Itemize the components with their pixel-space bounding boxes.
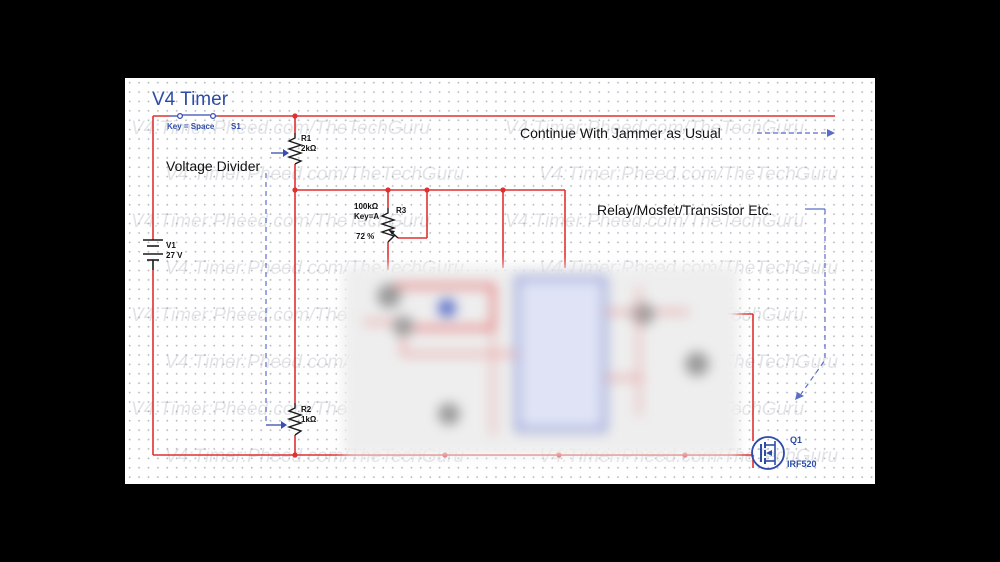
r1-ref-label: R1 [301,134,312,143]
continue-jammer-label: Continue With Jammer as Usual [520,125,721,141]
r2-value-label: 1kΩ [301,415,317,424]
voltage-divider-label: Voltage Divider [166,158,261,174]
switch-ref-label: S1 [231,122,241,131]
pot-ref-label: R3 [396,206,407,215]
pot-key-label: Key=A [354,212,380,221]
diagram-title: V4 Timer [152,89,229,110]
mosfet-symbol [751,436,785,470]
pot-setting-label: 72 % [356,232,375,241]
battery-value-label: 27 V [166,251,183,260]
schematic-canvas: V4:Timer:Pheed.com/TheTechGuru V4:Timer:… [125,78,875,484]
battery-ref-label: V1 [166,241,176,250]
r2-ref-label: R2 [301,405,312,414]
mosfet-ref-label: Q1 [790,435,803,445]
relay-mosfet-label: Relay/Mosfet/Transistor Etc. [597,202,773,218]
switch-key-label: Key = Space [167,122,215,131]
blurred-timer-ic-region [343,266,739,456]
pot-value-label: 100kΩ [354,202,379,211]
mosfet-part-label: IRF520 [787,459,817,469]
r1-value-label: 2kΩ [301,144,317,153]
